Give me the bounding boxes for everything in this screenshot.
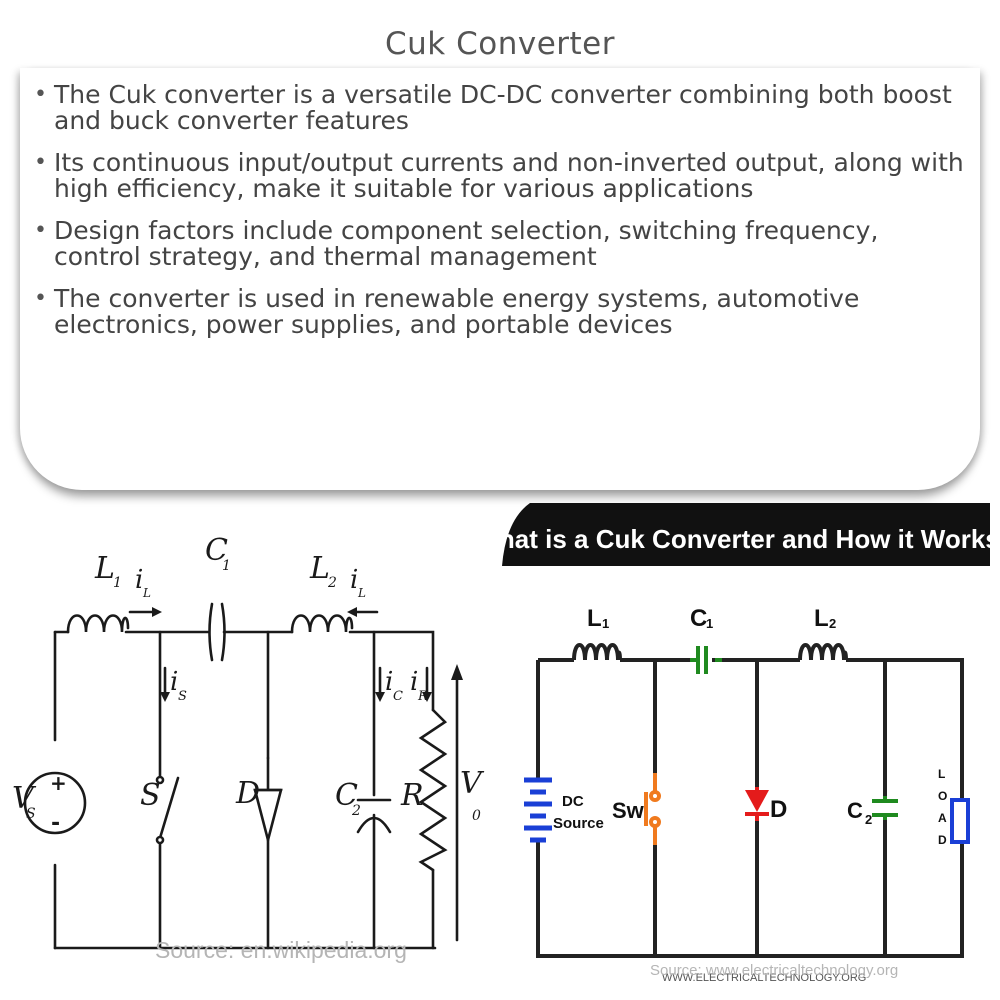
capacitor-r-c1: [690, 646, 722, 674]
label-l1-sub: 1: [113, 575, 122, 591]
cuk-schematic-right: What is a Cuk Converter and How it Works…: [500, 503, 1000, 984]
wire-r-top: [538, 658, 964, 800]
label-vs: V: [12, 781, 37, 816]
bullet-item: Its continuous input/output currents and…: [34, 150, 964, 202]
label-r-dc: DC: [562, 793, 584, 810]
label-is-sub: S: [178, 689, 187, 704]
label-ir: i: [410, 667, 418, 697]
label-il2: i: [350, 565, 358, 595]
label-c1: C: [205, 533, 228, 568]
source-left: Source: en.wikipedia.org: [155, 937, 407, 963]
label-c1-sub: 1: [222, 558, 231, 574]
inductor-r-l2: [798, 643, 848, 661]
label-ir-sub: R: [417, 689, 428, 704]
label-l2-sub: 2: [327, 575, 337, 591]
label-minus: -: [51, 811, 60, 836]
label-r-sw: Sw: [612, 798, 645, 823]
label-r-c2: C: [847, 798, 863, 823]
banner-background: [502, 503, 990, 566]
label-load-1: L: [938, 767, 945, 781]
source-right: Source: www.electricaltechnology.org: [650, 962, 898, 979]
label-load-2: O: [938, 789, 947, 803]
label-il2-sub: L: [357, 586, 366, 600]
label-d: D: [235, 776, 260, 811]
page-title: Cuk Converter: [385, 26, 615, 62]
label-vs-sub: S: [26, 806, 36, 822]
battery-dc-source: [524, 777, 552, 843]
label-ic-sub: C: [393, 689, 403, 704]
label-c2-sub: 2: [351, 803, 361, 819]
label-c2: C: [335, 778, 358, 813]
bullet-item: Design factors include component selecti…: [34, 218, 964, 270]
switch-r-sw: [644, 773, 661, 845]
label-il1-sub: L: [142, 586, 151, 600]
label-r-d: D: [770, 796, 787, 823]
bullet-list: The Cuk converter is a versatile DC-DC c…: [34, 82, 964, 349]
label-vo-sub: 0: [472, 808, 481, 824]
label-l1: L: [94, 551, 115, 586]
label-vo: V: [460, 766, 485, 801]
label-is: i: [170, 667, 178, 697]
label-r-l2: L: [814, 605, 829, 632]
label-load-3: A: [938, 811, 947, 825]
label-r-c1-sub: 1: [706, 616, 713, 631]
capacitor-c2: [356, 798, 392, 834]
banner-title: What is a Cuk Converter and How it Works…: [500, 524, 1000, 554]
label-ic: i: [385, 667, 393, 697]
label-r-c1: C: [690, 605, 707, 632]
label-r: R: [400, 778, 424, 813]
load-r: [950, 798, 970, 844]
switch-s: [158, 776, 180, 840]
label-il1: i: [135, 565, 143, 595]
bullet-item: The Cuk converter is a versatile DC-DC c…: [34, 82, 964, 134]
label-r-l1-sub: 1: [602, 616, 609, 631]
inductor-l2: [290, 614, 354, 634]
label-r-source: Source: [553, 815, 604, 832]
label-r-c2-sub: 2: [865, 812, 872, 827]
wire-r-left: [536, 660, 964, 958]
resistor-r: [418, 708, 448, 872]
voltage-source-circle: [23, 771, 87, 835]
watermark-right: WWW.ELECTRICALTECHNOLOGY.ORG: [662, 972, 866, 984]
inductor-l1: [66, 614, 130, 634]
bullet-item: The converter is used in renewable energ…: [34, 286, 964, 338]
label-s: S: [140, 778, 161, 813]
capacitor-c1-plate-b: [220, 602, 226, 662]
label-l2: L: [309, 551, 330, 586]
cuk-schematic-left: L 1 i L C 1 L 2 i L i S i C i R V S S D …: [12, 533, 485, 963]
label-r-l2-sub: 2: [829, 616, 836, 631]
capacitor-c1-plate-a: [208, 602, 214, 662]
inductor-r-l1: [572, 643, 622, 661]
summary-card: [20, 68, 980, 490]
label-plus: +: [50, 771, 67, 795]
wire-top-right: [348, 630, 435, 712]
capacitor-r-c2: [872, 796, 898, 820]
diode-r-d: [745, 787, 769, 821]
label-load-4: D: [938, 833, 947, 847]
label-r-l1: L: [587, 605, 602, 632]
